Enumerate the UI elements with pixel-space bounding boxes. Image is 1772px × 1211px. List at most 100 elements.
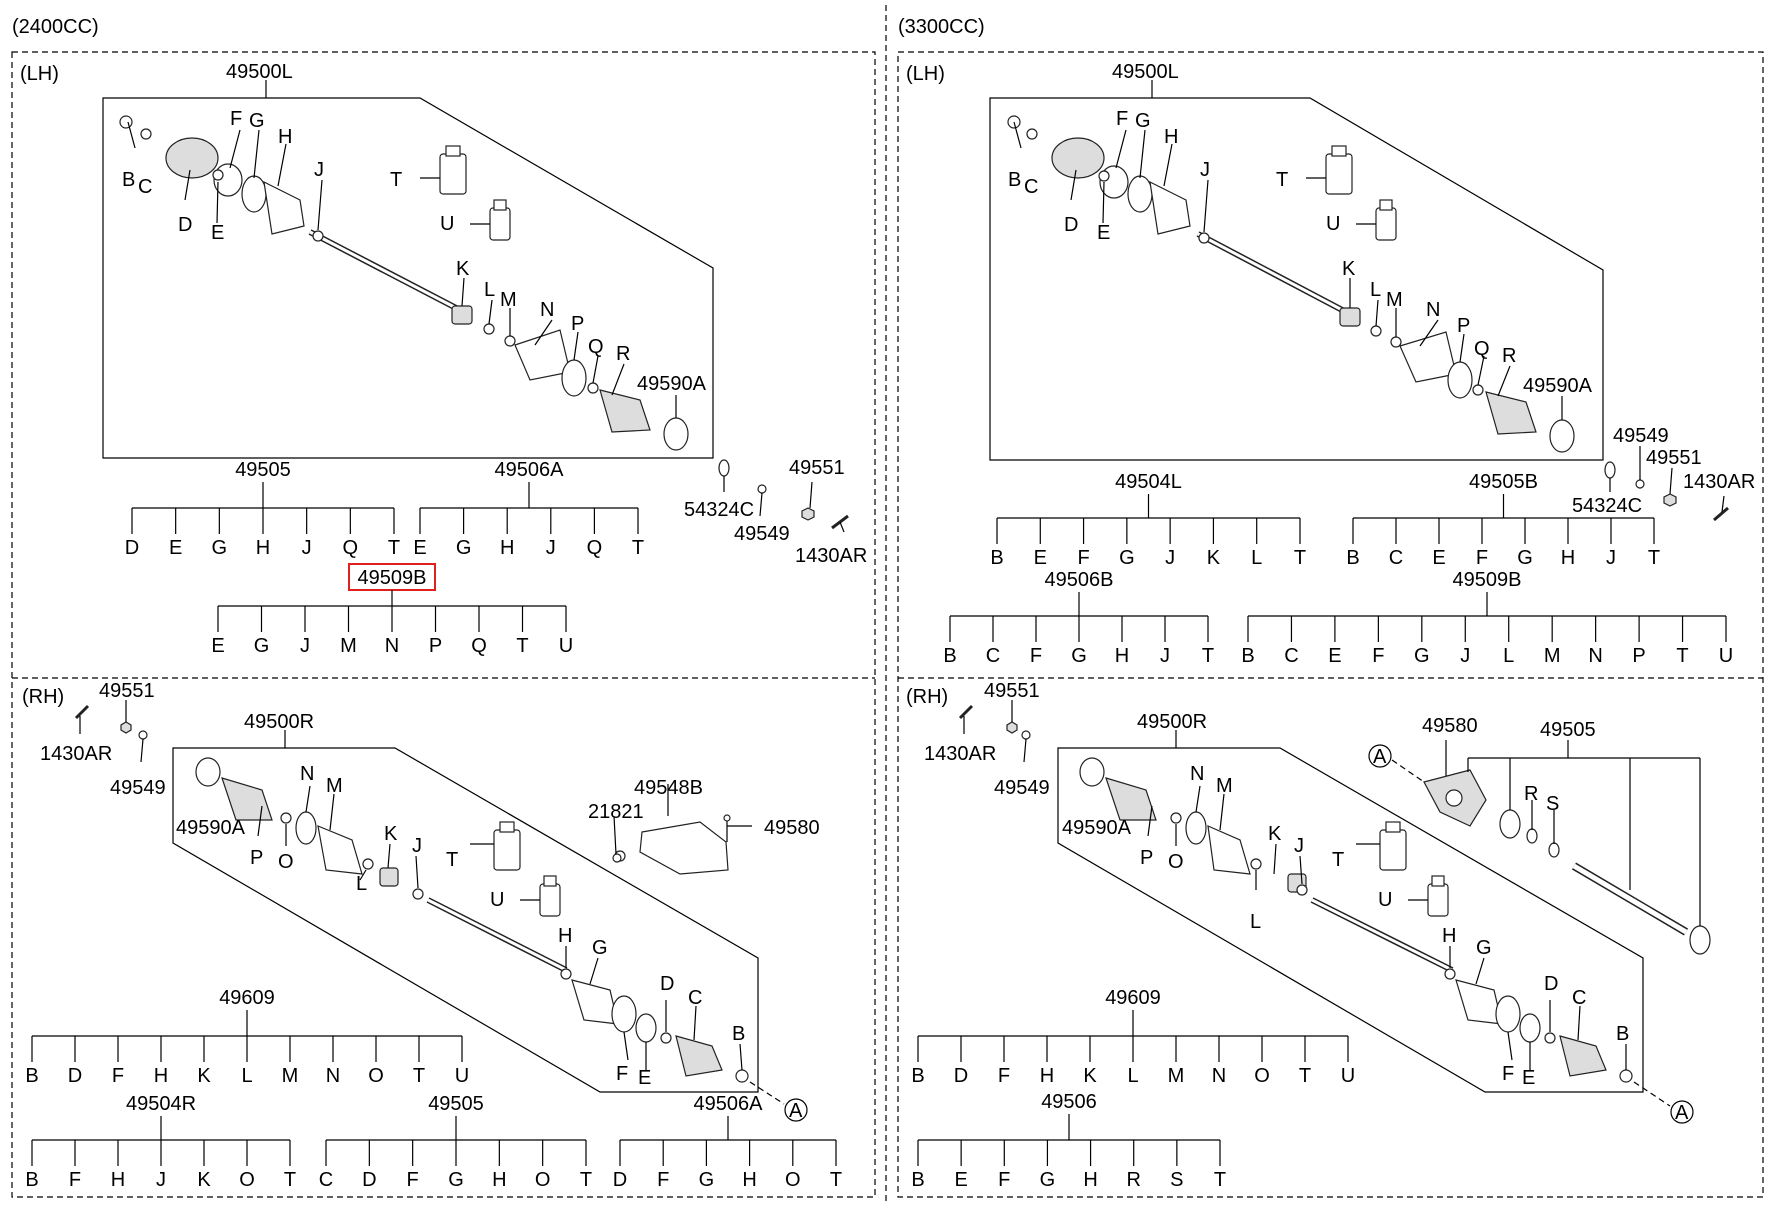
q4-label-f: F xyxy=(1502,1063,1514,1085)
q1-assembly-outline xyxy=(102,97,714,459)
q4-label-h: H xyxy=(1442,925,1456,947)
q1-label-b: B xyxy=(122,169,135,191)
q4-kit-49506-item-b: B xyxy=(911,1169,924,1191)
q3-label-m: M xyxy=(326,775,343,797)
q3-kit-49609-item-n: N xyxy=(326,1065,340,1087)
q3-label-c: C xyxy=(688,987,702,1009)
q3-part-1430ar: 1430AR xyxy=(40,743,112,765)
q4-part-49551: 49551 xyxy=(984,680,1040,702)
q2-kit-49509b-item-b: B xyxy=(1241,645,1254,667)
q1-kit-49505-item-g: G xyxy=(212,537,228,559)
q4-kit-number-49506: 49506 xyxy=(1041,1091,1097,1113)
q4-kit-49506-item-s: S xyxy=(1170,1169,1183,1191)
q2-label-k: K xyxy=(1342,258,1356,280)
q4-kit-49506-item-g: G xyxy=(1040,1169,1056,1191)
q3-part-21821: 21821 xyxy=(588,801,644,823)
q2-kit-49509b-item-c: C xyxy=(1284,645,1298,667)
q3-label-b: B xyxy=(732,1023,745,1045)
q3-part-49590a: 49590A xyxy=(176,817,246,839)
q4-kit-49609-item-u: U xyxy=(1341,1065,1355,1087)
q2-kit-number-49506b: 49506B xyxy=(1045,569,1114,591)
q1-label-k: K xyxy=(456,258,470,280)
q4-callouts xyxy=(1147,740,1701,1070)
q1-kit-49505-item-j: J xyxy=(302,537,312,559)
q2-part-49590a: 49590A xyxy=(1523,375,1593,397)
q4-label-b: B xyxy=(1616,1023,1629,1045)
q3-label-g: G xyxy=(592,937,608,959)
q4-label-c: C xyxy=(1572,987,1586,1009)
q3-label-l: L xyxy=(356,873,367,895)
q1-kit-49509b-item-t: T xyxy=(516,635,528,657)
q3-kit-49609-item-o: O xyxy=(368,1065,384,1087)
q2-kit-49506b-item-c: C xyxy=(986,645,1000,667)
engine-label-3300cc: (3300CC) xyxy=(898,16,985,38)
q1-kit-49505-item-e: E xyxy=(169,537,182,559)
q2-label-u: U xyxy=(1326,213,1340,235)
q4-part-1430ar: 1430AR xyxy=(924,743,996,765)
q3-kit-number-49505: 49505 xyxy=(428,1093,484,1115)
q4-kit-49506-item-e: E xyxy=(954,1169,967,1191)
q1-part-49590a: 49590A xyxy=(637,373,707,395)
q2-kit-49506b-item-h: H xyxy=(1115,645,1129,667)
q2-label-r: R xyxy=(1502,345,1516,367)
q3-kit-49505-item-d: D xyxy=(362,1169,376,1191)
q3-label-j: J xyxy=(412,835,422,857)
q3-kit-49504r-item-b: B xyxy=(25,1169,38,1191)
q1-drive-shaft xyxy=(119,115,689,451)
q2-part-49551: 49551 xyxy=(1646,447,1702,469)
q4-label-p: P xyxy=(1140,847,1153,869)
q3-kit-49504r-item-k: K xyxy=(197,1169,211,1191)
q2-kit-49505b-item-j: J xyxy=(1606,547,1616,569)
q3-kit-49505-item-c: C xyxy=(319,1169,333,1191)
q1-label-e: E xyxy=(211,222,224,244)
q2-label-n: N xyxy=(1426,299,1440,321)
q3-label-d: D xyxy=(660,973,674,995)
q2-kit-49505b-item-e: E xyxy=(1432,547,1445,569)
q1-kit-49505-item-h: H xyxy=(256,537,270,559)
q1-kit-49506a-item-g: G xyxy=(456,537,472,559)
q1-label-p: P xyxy=(571,313,584,335)
q4-kit-49609-item-b: B xyxy=(911,1065,924,1087)
q2-assembly-number: 49500L xyxy=(1112,61,1179,83)
q1-kit-49509b-item-u: U xyxy=(559,635,573,657)
q3-assembly-outline xyxy=(172,747,759,1093)
q4-kit-number-49609: 49609 xyxy=(1105,987,1161,1009)
q2-kit-49504l-item-j: J xyxy=(1165,547,1175,569)
q3-part-49548b: 49548B xyxy=(634,777,703,799)
q1-loose-parts xyxy=(718,459,849,533)
q2-kit-49509b-item-l: L xyxy=(1503,645,1514,667)
q2-kit-49506b-item-f: F xyxy=(1030,645,1042,667)
q4-label-r: R xyxy=(1524,783,1538,805)
q1-kit-49509b-item-m: M xyxy=(340,635,357,657)
q1-kit-49509b-item-e: E xyxy=(211,635,224,657)
q3-kit-49506a-item-d: D xyxy=(613,1169,627,1191)
q4-label-d: D xyxy=(1544,973,1558,995)
q4-kit-49609-item-k: K xyxy=(1083,1065,1097,1087)
q2-drive-shaft xyxy=(1007,115,1575,453)
q1-lh-2400: 49500L xyxy=(102,61,867,657)
q2-loose-parts xyxy=(1604,446,1729,522)
q4-kit-49609-item-n: N xyxy=(1212,1065,1226,1087)
q3-kit-49504r-item-h: H xyxy=(111,1169,125,1191)
q1-kit-49506a-item-q: Q xyxy=(587,537,603,559)
q2-assembly-outline xyxy=(989,97,1604,461)
q2-label-m: M xyxy=(1386,289,1403,311)
q2-kit-49504l-item-e: E xyxy=(1034,547,1047,569)
q1-label-d: D xyxy=(178,214,192,236)
q1-label-c: C xyxy=(138,176,152,198)
q2-kit-49509b-item-n: N xyxy=(1588,645,1602,667)
q2-kit-49504l-item-l: L xyxy=(1251,547,1262,569)
q1-kit-49509b-item-j: J xyxy=(300,635,310,657)
q4-label-j: J xyxy=(1294,835,1304,857)
q1-label-r: R xyxy=(616,343,630,365)
